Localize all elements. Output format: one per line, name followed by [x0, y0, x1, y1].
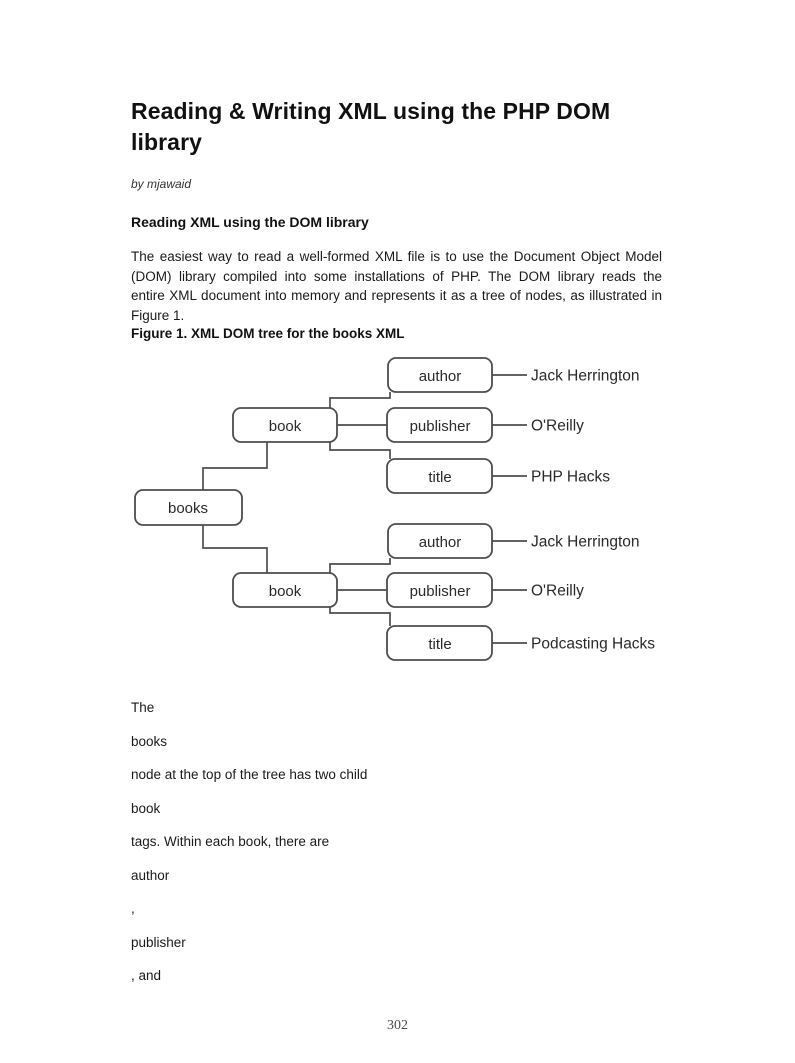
node-books-box	[134, 489, 243, 526]
text-line: books	[131, 733, 168, 749]
node-publisher2-label: publisher	[410, 583, 471, 600]
after-figure-text: The books node at the top of the tree ha…	[131, 698, 662, 1000]
node-author1-label: author	[419, 368, 462, 385]
text-line: The	[131, 700, 155, 715]
connector-book2-title	[329, 607, 391, 626]
paragraph-line: (DOM) library compiled into some install…	[131, 268, 662, 284]
byline: by mjawaid	[131, 177, 192, 191]
node-title2-box	[386, 625, 493, 661]
node-title1-box	[386, 458, 493, 494]
section-heading: Reading XML using the DOM library	[131, 214, 369, 230]
page-number: 302	[387, 1018, 408, 1033]
figure-caption: Figure 1. XML DOM tree for the books XML	[131, 326, 405, 341]
node-title1-label: title	[428, 469, 451, 486]
article-title: Reading & Writing XML using the PHP DOM …	[131, 96, 691, 158]
dom-tree-svg: books book book author publisher title a…	[134, 357, 655, 661]
node-author1-box	[387, 357, 493, 393]
node-book1-label: book	[269, 418, 302, 435]
text-line: author	[131, 867, 170, 883]
value-title2: Podcasting Hacks	[531, 636, 655, 653]
paragraph-line: entire XML document into memory and repr…	[131, 288, 662, 304]
node-book2-box	[232, 572, 338, 608]
node-books-label: books	[168, 500, 208, 517]
value-publisher1: O'Reilly	[531, 418, 584, 435]
dom-tree-figure: books book book author publisher title a…	[131, 352, 671, 672]
connector-books-book2	[202, 525, 268, 573]
node-publisher1-label: publisher	[410, 418, 471, 435]
node-author2-label: author	[419, 534, 462, 551]
paragraph-line: Figure 1.	[131, 307, 185, 323]
value-author2: Jack Herrington	[531, 534, 640, 551]
value-author1: Jack Herrington	[531, 368, 640, 385]
node-book2-label: book	[269, 583, 302, 600]
text-line: publisher	[131, 934, 186, 950]
node-author2-box	[387, 523, 493, 559]
body-paragraph: The easiest way to read a well-formed XM…	[131, 247, 662, 325]
connector-book1-author	[329, 392, 391, 408]
node-publisher2-box	[386, 572, 493, 608]
node-title2-label: title	[428, 636, 451, 653]
text-line: ,	[131, 901, 135, 916]
text-line: node at the top of the tree has two chil…	[131, 767, 368, 782]
value-publisher2: O'Reilly	[531, 583, 584, 600]
text-line: , and	[131, 968, 162, 983]
text-line: tags. Within each book, there are	[131, 834, 330, 849]
paragraph-line: The easiest way to read a well-formed XM…	[131, 249, 662, 264]
connector-book1-title	[329, 442, 391, 459]
node-publisher1-box	[386, 407, 493, 443]
connector-books-book1	[202, 442, 268, 490]
article-title-line-2: library	[131, 129, 203, 155]
node-book1-box	[232, 407, 338, 443]
text-line: book	[131, 800, 161, 816]
article-title-line-1: Reading & Writing XML using the PHP DOM	[131, 98, 611, 124]
value-title1: PHP Hacks	[531, 469, 610, 486]
connector-book2-author	[329, 558, 391, 573]
